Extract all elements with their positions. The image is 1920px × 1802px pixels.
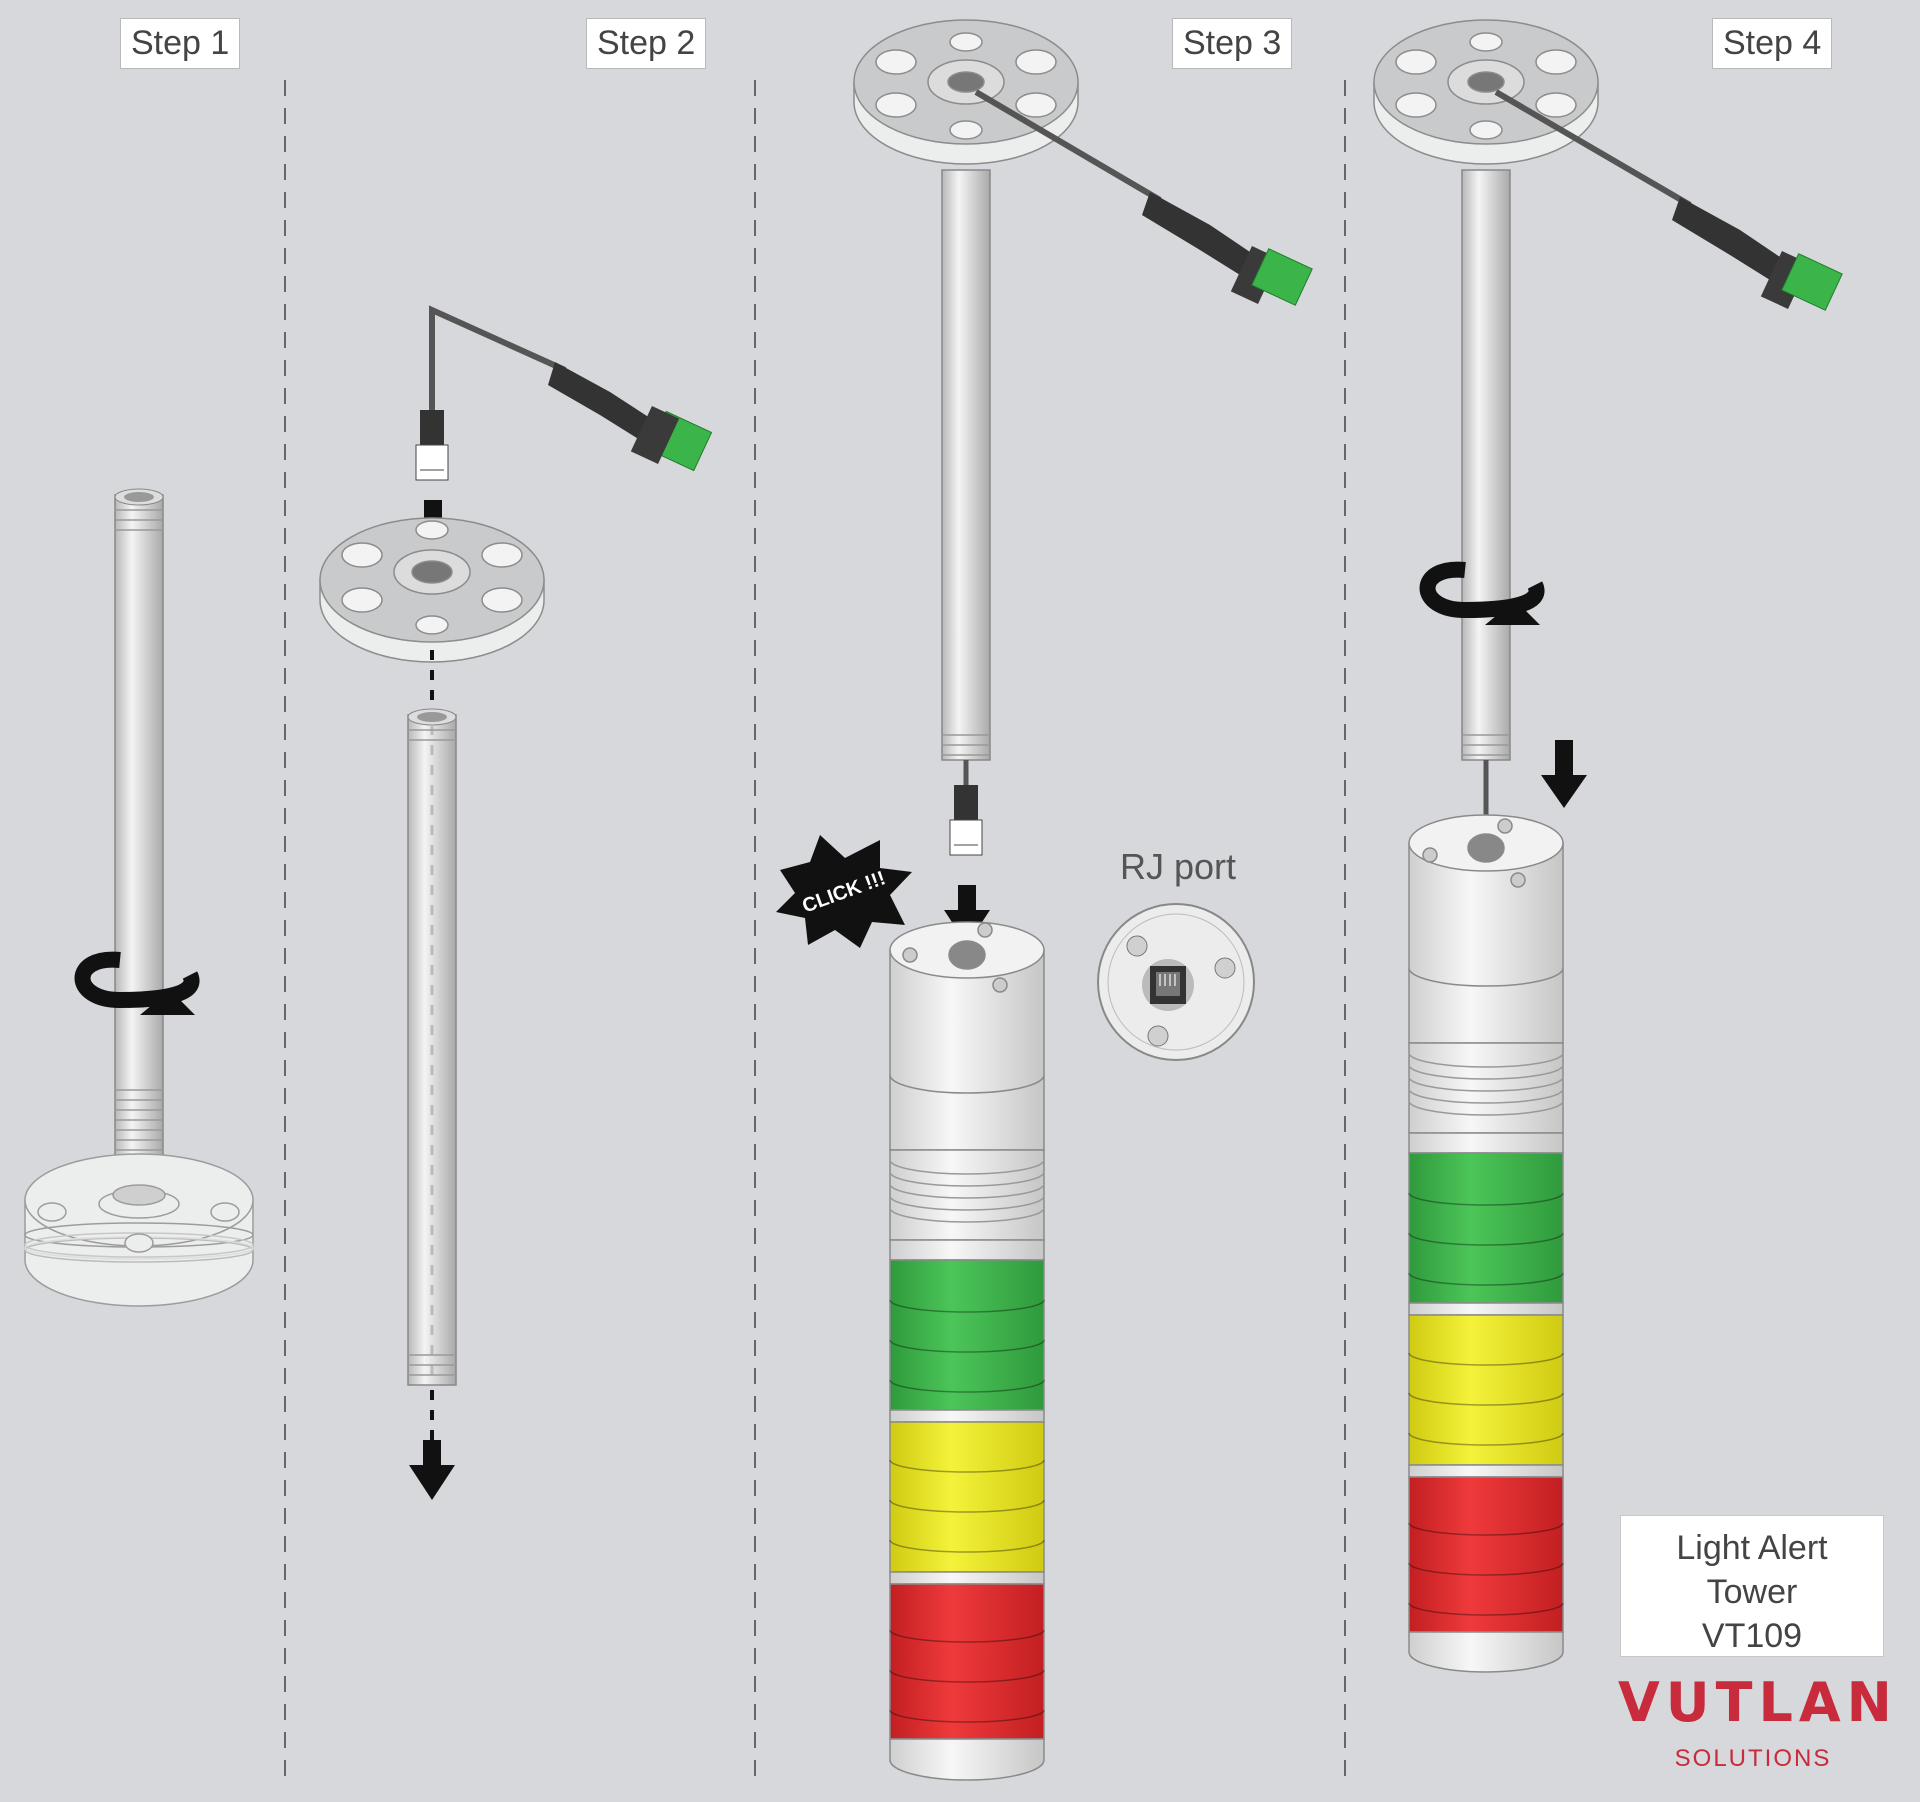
rotate-arrow-icon	[1419, 561, 1545, 625]
step2-cable	[429, 305, 567, 415]
rj-port-icon	[1097, 903, 1255, 1061]
down-arrow-icon	[409, 1440, 455, 1500]
step3-pipe	[941, 169, 991, 790]
flange-base	[24, 1153, 254, 1307]
step3-cable	[974, 89, 1162, 203]
brand-tagline: SOLUTIONS	[1674, 1745, 1832, 1772]
mounting-plate-icon	[1373, 19, 1599, 165]
down-arrow-icon	[1541, 740, 1587, 808]
click-burst-icon: CLICK !!!	[776, 835, 912, 948]
rj45-plug-icon	[415, 410, 449, 481]
product-title-box: Light Alert Tower VT109	[1620, 1515, 1884, 1657]
product-name-line2: Tower	[1706, 1573, 1798, 1611]
product-model: VT109	[1701, 1617, 1803, 1655]
brand-logo: VUTLAN	[1618, 1671, 1898, 1734]
light-tower-step4	[1408, 814, 1564, 1673]
step1-pipe	[114, 488, 164, 1166]
step-1-label: Step 1	[120, 18, 241, 70]
rotate-arrow-icon	[74, 951, 200, 1015]
terminal-connector-icon	[1142, 192, 1313, 306]
terminal-connector-icon	[548, 362, 713, 472]
rj-port-label: RJ port	[1120, 846, 1237, 887]
step4-pipe	[1461, 169, 1511, 850]
terminal-connector-icon	[1672, 197, 1843, 311]
step2-pipe	[407, 708, 457, 1386]
step4-cable	[1494, 89, 1692, 208]
product-name-line1: Light Alert	[1676, 1529, 1828, 1567]
step-4-label: Step 4	[1712, 18, 1833, 70]
step-separators	[284, 80, 1346, 1780]
step-3-label: Step 3	[1172, 18, 1293, 70]
step-2-label: Step 2	[586, 18, 707, 70]
rj45-plug-icon	[949, 785, 983, 856]
mounting-plate-icon	[853, 19, 1079, 165]
mounting-plate-icon	[319, 517, 545, 663]
light-tower-step3	[889, 921, 1045, 1781]
